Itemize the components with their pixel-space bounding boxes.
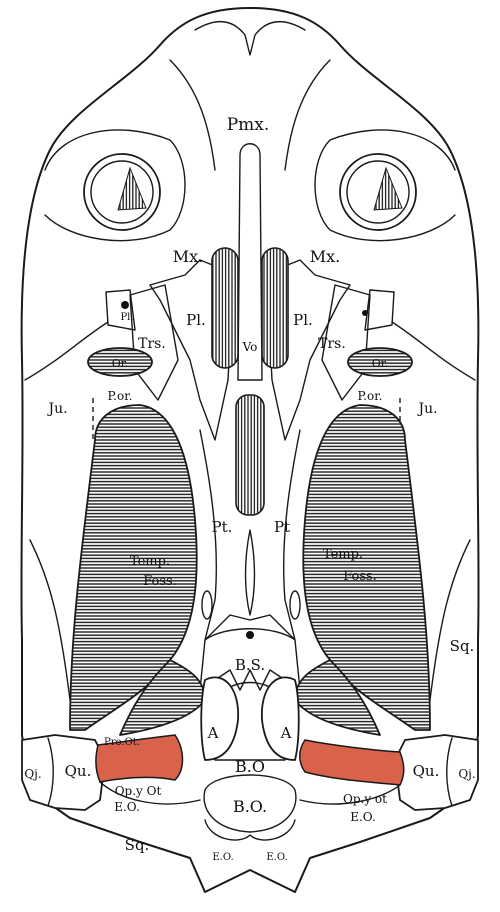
- basioccipital-condyle: [203, 774, 297, 833]
- right-temporal-fossa: [302, 404, 431, 731]
- snout-tip: [194, 20, 306, 56]
- label-basisphenoid: B.S.: [235, 656, 265, 674]
- label-opisthotic-left: Op.y Ot: [115, 784, 162, 798]
- right-choana: [261, 247, 289, 369]
- left-lower-fossa: [119, 659, 206, 736]
- left-jugal-lower: [29, 539, 71, 701]
- label-basioccipital-lower: B.O.: [233, 797, 267, 816]
- left-jugal: [24, 321, 109, 381]
- basisphenoid-foramen: [246, 631, 254, 639]
- label-quadrate-right: Qu.: [413, 762, 440, 780]
- right-pterygoid: [249, 429, 301, 641]
- label-squamosal-left: Sq.: [125, 836, 150, 854]
- left-small-oval: [201, 590, 213, 620]
- label-maxilla-right: Mx.: [310, 247, 341, 266]
- left-prootic-highlight: [95, 734, 184, 783]
- left-eye: [83, 153, 161, 231]
- right-foramen: [362, 310, 368, 316]
- label-palatine-small: Pl.: [120, 312, 133, 323]
- label-pterygoid-right: Pt: [274, 518, 290, 536]
- label-opisthotic-right: Op.y ot: [343, 792, 387, 806]
- label-premaxilla: Pmx.: [227, 115, 270, 135]
- label-atlas-left: A: [207, 724, 219, 742]
- label-jugal-left: Ju.: [46, 401, 67, 417]
- label-transverse-left: Trs.: [138, 336, 166, 352]
- label-prootic: Pro.Ot.: [104, 737, 140, 748]
- left-exoccipital: [99, 781, 201, 805]
- right-jugal: [391, 321, 476, 381]
- label-palatine-left: Pl.: [186, 311, 206, 329]
- posterior-choana: [235, 394, 265, 516]
- label-jugal-right: Ju.: [416, 401, 437, 417]
- label-exoccipital-bottom-right: E.O.: [266, 852, 287, 863]
- label-squamosal-right: Sq.: [450, 637, 475, 655]
- label-pterygoid-left: Pt.: [212, 518, 233, 536]
- left-choana: [211, 247, 239, 369]
- label-exoccipital-left: E.O.: [114, 800, 140, 814]
- left-quadrate: [21, 734, 106, 811]
- label-temporal-right: Temp.: [323, 547, 363, 562]
- label-exoccipital-bottom-left: E.O.: [212, 852, 233, 863]
- exoccipital-condyles: [204, 819, 296, 841]
- right-quadratojugal-line: [446, 737, 453, 807]
- right-lower-fossa: [294, 659, 381, 736]
- label-quadratojugal-right: Qj.: [458, 767, 475, 781]
- right-orbitosphenoid: [347, 347, 413, 377]
- label-maxilla-left: Mx.: [173, 247, 204, 266]
- right-jugal-lower: [429, 539, 471, 701]
- label-fossa-left: Foss.: [143, 574, 177, 589]
- right-small-oval: [289, 590, 301, 620]
- label-palatine-right: Pl.: [293, 311, 313, 329]
- left-temporal-fossa: [69, 404, 198, 731]
- label-basioccipital-upper: B.O: [235, 757, 265, 776]
- right-exoccipital: [299, 784, 401, 805]
- left-orbitosphenoid: [87, 347, 153, 377]
- label-temporal-left: Temp.: [130, 554, 170, 569]
- right-prootic-highlight: [299, 739, 405, 786]
- label-atlas-right: A: [280, 724, 292, 742]
- right-quadrate: [394, 734, 479, 811]
- right-eye: [339, 153, 417, 231]
- label-quadrate-left: Qu.: [65, 762, 92, 780]
- skull-outline: [20, 7, 480, 893]
- left-palatine-process: [105, 289, 136, 331]
- label-quadratojugal-left: Qj.: [24, 767, 41, 781]
- left-foramen: [121, 301, 129, 309]
- label-orbital-left: Or.: [112, 357, 129, 370]
- left-pterygoid: [199, 429, 251, 641]
- labels: Pmx. Mx. Mx. Pl. Pl. Pl. Vo Trs. Trs. Or…: [24, 115, 475, 863]
- label-exoccipital-right: E.O.: [350, 810, 376, 824]
- pterygoid-slit: [244, 529, 256, 616]
- right-atlas: [261, 676, 300, 761]
- right-palatine-process: [364, 289, 395, 331]
- label-postorbital-right: P.or.: [358, 389, 383, 403]
- left-quadratojugal-line: [47, 737, 54, 807]
- label-transverse-right: Trs.: [318, 336, 346, 352]
- premaxilla-suture: [169, 59, 331, 171]
- left-atlas: [200, 676, 239, 761]
- label-orbital-right: Or.: [372, 357, 389, 370]
- left-orbit-rim: [44, 129, 186, 242]
- right-orbit-rim: [314, 129, 456, 242]
- label-fossa-right: Foss.: [343, 569, 377, 584]
- label-postorbital-left: P.or.: [108, 389, 133, 403]
- label-vomer: Vo: [242, 340, 258, 354]
